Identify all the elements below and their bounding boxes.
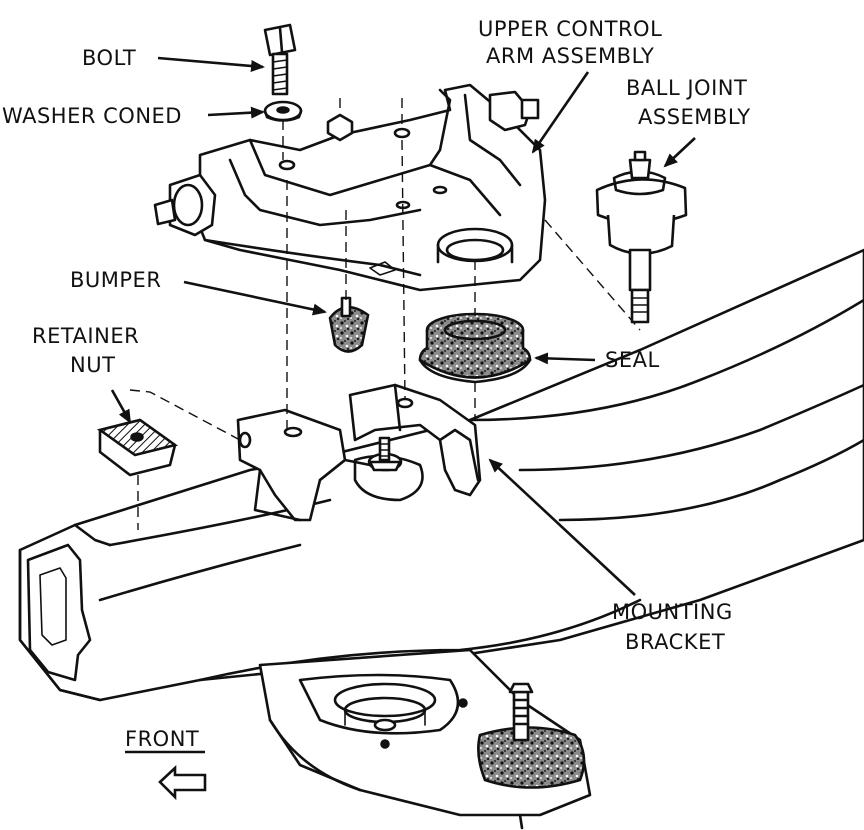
bumper (328, 296, 370, 353)
ball-joint-assembly (595, 150, 688, 324)
retainer-nut (96, 418, 179, 477)
label-front: FRONT (125, 727, 199, 751)
label-upper-control-arm-line2: ARM ASSEMBLY (486, 44, 654, 68)
lower-control-arm (258, 648, 592, 830)
label-mounting-bracket-line1: MOUNTING (612, 600, 733, 624)
label-mounting-bracket-line2: BRACKET (625, 630, 725, 654)
washer-coned (263, 100, 303, 122)
label-bumper: BUMPER (70, 268, 161, 292)
label-ball-joint-line1: BALL JOINT (626, 76, 747, 100)
assembly-lines (129, 98, 641, 530)
upper-control-arm (153, 83, 547, 292)
front-arrow-icon (158, 765, 207, 801)
label-seal: SEAL (605, 348, 660, 372)
leader-lines (110, 56, 696, 596)
label-ball-joint-line2: ASSEMBLY (638, 105, 751, 129)
label-washer-coned: WASHER CONED (2, 104, 182, 128)
front-indicator (125, 750, 207, 801)
label-retainer-nut-line2: NUT (70, 353, 115, 377)
mounting-bracket (236, 383, 482, 522)
bolt (263, 23, 297, 96)
label-retainer-nut-line1: RETAINER (32, 324, 139, 348)
seal (418, 312, 532, 384)
label-bolt: BOLT (82, 46, 136, 70)
label-upper-control-arm-line1: UPPER CONTROL (478, 17, 662, 41)
labels: BOLT WASHER CONED UPPER CONTROL ARM ASSE… (2, 17, 751, 751)
